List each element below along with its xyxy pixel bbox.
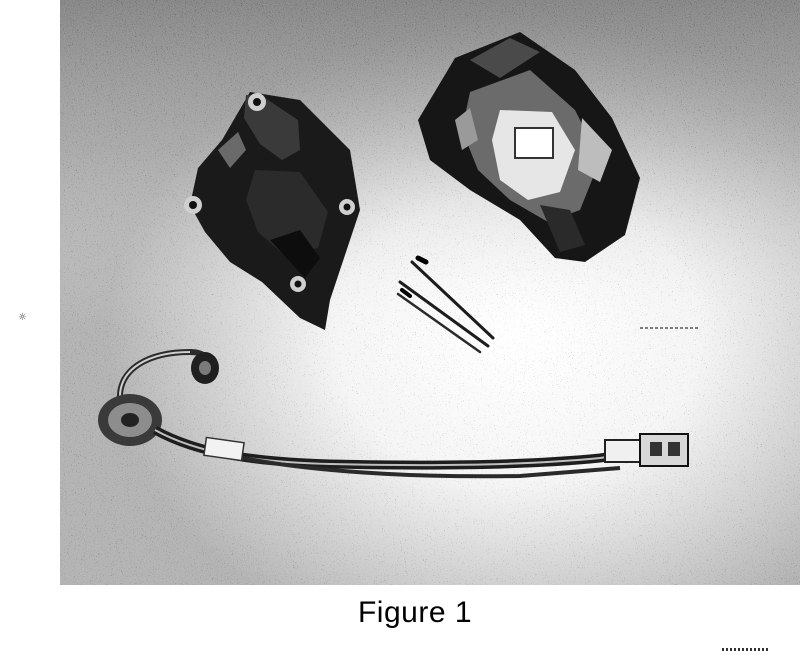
photo-background [55,0,800,585]
wired-connector-harness [98,348,689,479]
metal-pins [396,255,495,354]
stray-mark: ☼ [18,312,27,323]
valve-body-housing [184,92,360,330]
gas-valve-assembly [418,32,640,262]
figure-caption: Figure 1 [357,596,473,629]
figure-photo [55,0,800,585]
corner-mark [722,648,770,651]
